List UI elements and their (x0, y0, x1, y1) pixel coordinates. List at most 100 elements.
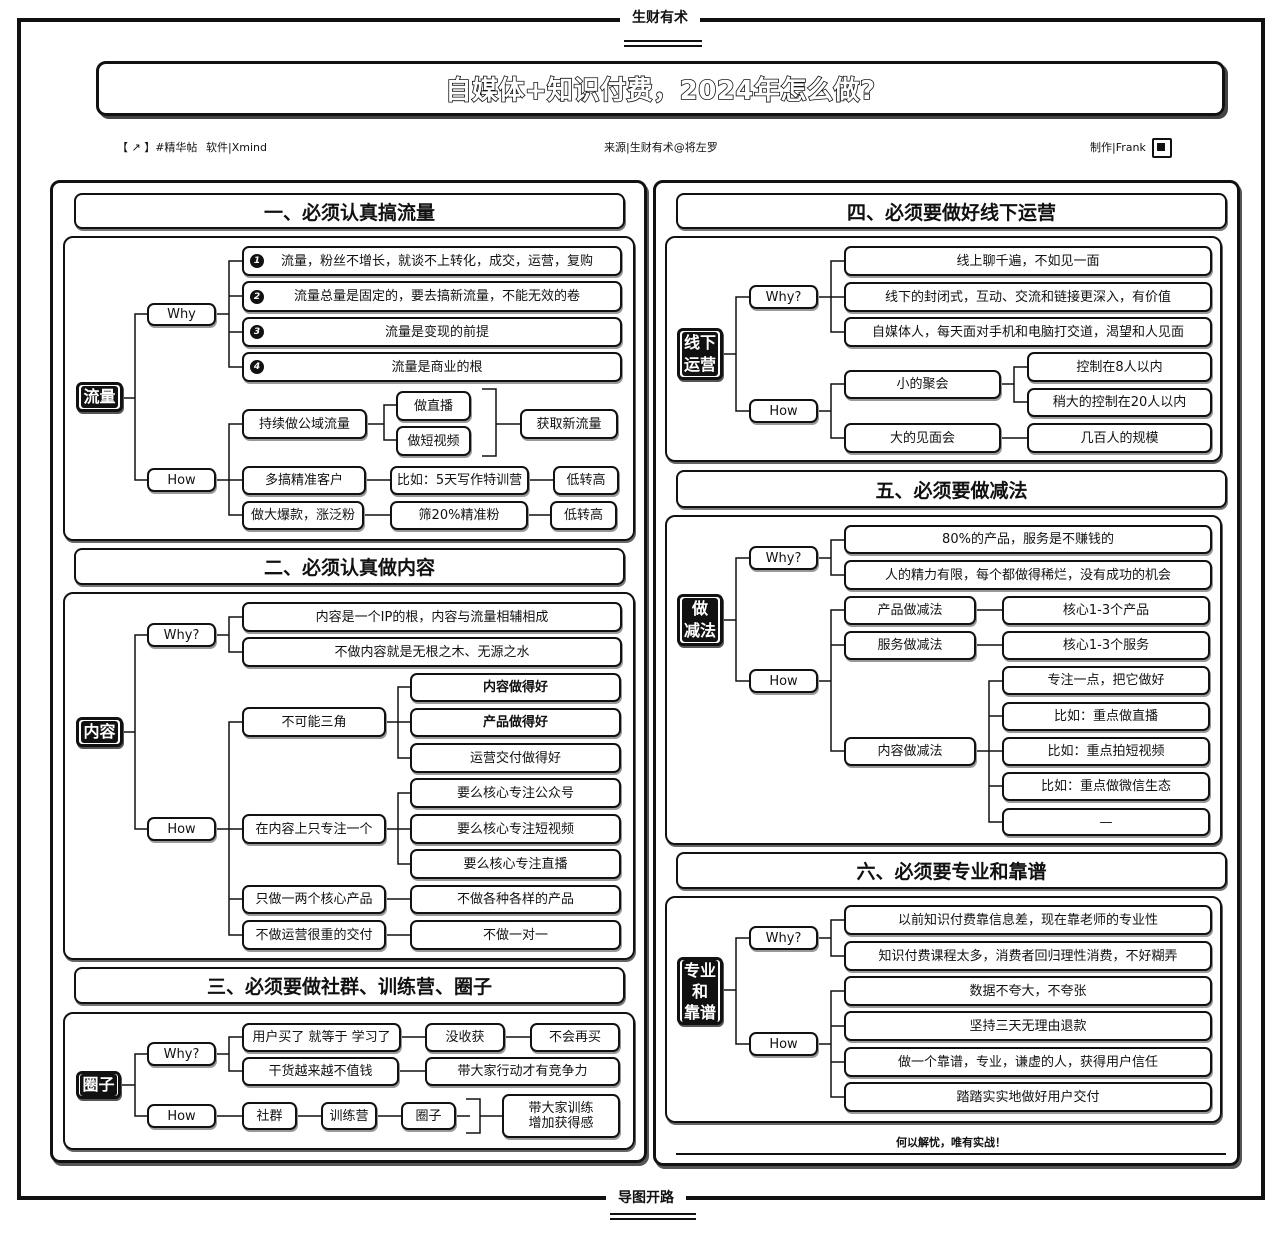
s5-core-products: 核心1-3个产品 (1002, 596, 1210, 625)
s5-why-node: Why? (749, 546, 818, 570)
s4-big-meetup: 大的见面会 (844, 423, 1001, 453)
s4-why-node: Why? (749, 285, 818, 309)
s4-small-gathering: 小的聚会 (844, 370, 1001, 399)
s4-reason-1: 线上聊千遍，不如见一面 (844, 246, 1212, 276)
s2-triangle-item-1: 内容做得好 (410, 673, 621, 702)
section-6-box (665, 896, 1222, 1123)
s1-why-node: Why (147, 303, 216, 326)
section-5-header: 五、必须要做减法 (676, 470, 1227, 508)
bottom-divider (610, 1213, 696, 1220)
meta-maker: 制作|Frank (1090, 141, 1146, 154)
section-1-category: 流量 (76, 382, 123, 412)
meta-source: 来源|生财有术@将左罗 (604, 141, 718, 154)
s6-how-item-3: 做一个靠谱，专业，谦虚的人，获得用户信任 (844, 1047, 1212, 1077)
s1-how-public-traffic: 持续做公域流量 (242, 409, 367, 439)
s4-under-20: 稍大的控制在20人以内 (1027, 388, 1212, 417)
meta-tag: 【 ↗ 】#精华帖 (117, 141, 198, 154)
s6-how-item-1: 数据不夸大，不夸张 (844, 976, 1212, 1006)
s3-buy-equals-learn: 用户买了 就等于 学习了 (242, 1023, 401, 1052)
section-3-category: 圈子 (76, 1071, 121, 1099)
s5-content-subtract: 内容做减法 (844, 737, 976, 766)
s5-service-subtract: 服务做减法 (844, 631, 976, 660)
s5-reason-1: 80%的产品，服务是不赚钱的 (844, 525, 1212, 554)
section-4-category: 线下 运营 (677, 328, 723, 380)
page-title: 自媒体+知识付费，2024年怎么做? (445, 75, 876, 107)
section-1-box (63, 236, 635, 541)
section-2-header: 二、必须认真做内容 (74, 548, 625, 585)
section-5-box (665, 515, 1222, 845)
s5-reason-2: 人的精力有限，每个都做得稀烂，没有成功的机会 (844, 560, 1212, 590)
s1-how-node: How (147, 468, 216, 492)
s5-content-item-4: 比如：重点做微信生态 (1002, 772, 1210, 801)
section-2-category: 内容 (76, 717, 123, 747)
frame-top-label: 生财有术 (620, 10, 700, 26)
s5-content-item-1: 专注一点，把它做好 (1002, 666, 1210, 695)
s2-no-various-products: 不做各种各样的产品 (410, 885, 621, 914)
right-column (653, 180, 1240, 1166)
s5-core-services: 核心1-3个服务 (1002, 631, 1210, 660)
s2-focus-item-1: 要么核心专注公众号 (410, 778, 621, 808)
section-3-header: 三、必须要做社群、训练营、圈子 (74, 967, 625, 1004)
footer-divider (676, 1153, 1226, 1155)
s3-why-node: Why? (147, 1042, 216, 1066)
section-6-category: 专业 和 靠谱 (677, 957, 723, 1025)
s3-training-camp: 训练营 (321, 1102, 377, 1130)
s2-core-products: 只做一两个核心产品 (242, 885, 386, 914)
s2-triangle-item-3: 运营交付做得好 (410, 743, 621, 773)
s4-reason-3: 自媒体人，每天面对手机和电脑打交道，渴望和人见面 (844, 317, 1212, 347)
s1-writing-camp: 比如：5天写作特训营 (390, 466, 529, 495)
s5-content-item-5: — (1002, 808, 1210, 836)
section-2-box (63, 592, 635, 960)
s3-circle: 圈子 (401, 1102, 456, 1130)
s2-focus-item-3: 要么核心专注直播 (410, 849, 621, 879)
s1-how-precise-customers: 多搞精准客户 (242, 466, 366, 495)
s5-how-node: How (749, 669, 818, 693)
section-1-header: 一、必须认真搞流量 (74, 193, 625, 229)
frame-bottom-label: 导图开路 (606, 1190, 686, 1206)
page-title-banner: 自媒体+知识付费，2024年怎么做? (96, 61, 1225, 116)
s2-reason-1: 内容是一个IP的根，内容与流量相辅相成 (242, 602, 622, 632)
s2-reason-2: 不做内容就是无根之木、无源之水 (242, 637, 622, 667)
s3-action-competitive: 带大家行动才有竞争力 (425, 1057, 620, 1086)
s2-impossible-triangle: 不可能三角 (242, 707, 386, 737)
s1-get-new-traffic: 获取新流量 (520, 409, 618, 439)
section-5-category: 做 减法 (677, 594, 723, 646)
s3-community: 社群 (242, 1102, 297, 1130)
left-column (50, 180, 647, 1163)
s4-under-8: 控制在8人以内 (1027, 352, 1212, 382)
meta-software: 软件|Xmind (206, 141, 267, 154)
s1-short-video: 做短视频 (396, 426, 471, 456)
section-6-header: 六、必须要专业和靠谱 (676, 852, 1227, 889)
s6-how-item-2: 坚持三天无理由退款 (844, 1011, 1212, 1041)
s6-how-item-4: 踏踏实实地做好用户交付 (844, 1082, 1212, 1112)
s3-how-node: How (147, 1104, 216, 1128)
s1-how-viral-hits: 做大爆款，涨泛粉 (242, 501, 364, 530)
s1-low-to-high-2: 低转高 (550, 501, 617, 530)
footer-slogan: 何以解忧，唯有实战！ (896, 1136, 1006, 1149)
section-3-box (63, 1012, 635, 1150)
s2-how-node: How (147, 817, 216, 841)
s4-hundreds: 几百人的规模 (1027, 423, 1212, 453)
s5-product-subtract: 产品做减法 (844, 596, 976, 625)
s2-focus-one: 在内容上只专注一个 (242, 814, 386, 844)
s6-why-node: Why? (749, 926, 818, 950)
s3-dry-goods-cheaper: 干货越来越不值钱 (242, 1057, 399, 1086)
s6-how-node: How (749, 1032, 818, 1056)
s4-how-node: How (749, 399, 818, 423)
s6-reason-2: 知识付费课程太多，消费者回归理性消费，不好糊弄 (844, 941, 1212, 971)
qr-code-icon (1152, 138, 1172, 158)
s2-why-node: Why? (147, 623, 216, 647)
section-4-box (665, 236, 1222, 462)
s2-no-one-on-one: 不做一对一 (410, 920, 621, 950)
top-divider (624, 40, 702, 47)
section-4-header: 四、必须要做好线下运营 (676, 193, 1227, 229)
s1-low-to-high-1: 低转高 (553, 466, 619, 495)
s1-live-stream: 做直播 (396, 391, 471, 421)
s5-content-item-3: 比如：重点拍短视频 (1002, 737, 1210, 766)
s2-triangle-item-2: 产品做得好 (410, 708, 621, 737)
